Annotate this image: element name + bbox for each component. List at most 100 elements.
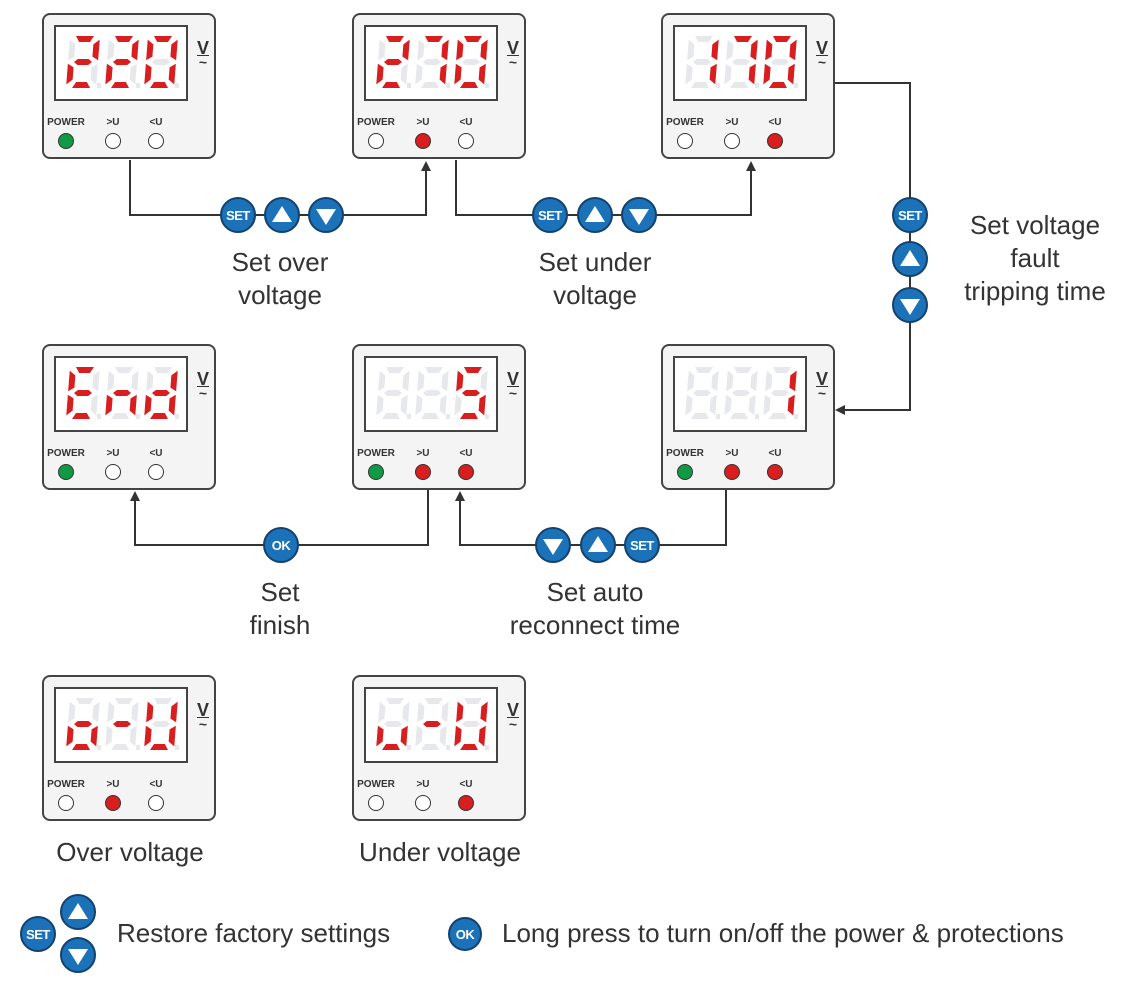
device-5: V~POWER>U<U <box>352 344 526 490</box>
segment-f <box>687 370 695 392</box>
segment-d <box>769 82 787 88</box>
down-button[interactable] <box>621 197 657 233</box>
over-voltage-led <box>724 133 740 149</box>
indicator-label: <U <box>149 779 163 790</box>
segment-a <box>76 698 94 704</box>
segment-f <box>107 370 115 392</box>
digit <box>105 36 140 88</box>
seven-segment-display <box>54 356 188 432</box>
under-voltage-led <box>767 133 783 149</box>
decimal-point <box>485 745 489 750</box>
decimal-point <box>175 414 179 419</box>
indicator-label: >U <box>725 448 739 459</box>
up-button[interactable] <box>60 894 96 930</box>
digit <box>724 36 759 88</box>
caption-set-finish: Set finish <box>249 577 311 640</box>
seven-segment-display <box>54 25 188 101</box>
decimal-point <box>407 745 411 750</box>
volt-ac-unit-icon: V~ <box>196 700 209 732</box>
power-led <box>58 464 74 480</box>
down-arrow-icon <box>543 538 563 555</box>
segment-b <box>480 701 488 723</box>
decimal-point <box>175 745 179 750</box>
segment-c <box>787 63 795 85</box>
ok-button[interactable]: OK <box>448 917 482 951</box>
ok-button[interactable]: OK <box>263 527 299 563</box>
segment-f <box>765 39 773 61</box>
seven-segment-display <box>364 687 498 763</box>
segment-f <box>68 701 76 723</box>
segment-e <box>144 725 152 747</box>
segment-d <box>382 413 400 419</box>
segment-c <box>90 63 98 85</box>
set-button[interactable]: SET <box>220 197 256 233</box>
segment-d <box>421 744 439 750</box>
legend-long-press: Long press to turn on/off the power & pr… <box>502 918 1064 948</box>
caption-set-under-voltage: Set under voltage <box>538 247 652 310</box>
decimal-point <box>446 414 450 419</box>
segment-d <box>691 413 709 419</box>
segment-d <box>421 413 439 419</box>
segment-e <box>105 725 113 747</box>
segment-c <box>439 63 447 85</box>
under-voltage-led <box>148 464 164 480</box>
segment-e <box>454 63 462 85</box>
segment-f <box>107 701 115 723</box>
segment-f <box>378 370 386 392</box>
up-arrow-icon <box>272 205 292 222</box>
segment-c <box>168 725 176 747</box>
segment-g <box>693 59 711 65</box>
segment-c <box>478 394 486 416</box>
set-button[interactable]: SET <box>624 527 660 563</box>
down-button[interactable] <box>892 287 928 323</box>
segment-f <box>726 370 734 392</box>
segment-g <box>423 390 441 396</box>
segment-g <box>384 390 402 396</box>
digit <box>66 698 101 750</box>
up-button[interactable] <box>580 527 616 563</box>
digit <box>66 367 101 419</box>
segment-d <box>730 413 748 419</box>
down-arrow-icon <box>900 298 920 315</box>
decimal-point <box>175 83 179 88</box>
segment-e <box>415 725 423 747</box>
segment-g <box>771 390 789 396</box>
segment-e <box>376 394 384 416</box>
segment-e <box>144 63 152 85</box>
decimal-point <box>485 83 489 88</box>
down-button[interactable] <box>535 527 571 563</box>
segment-b <box>789 39 797 61</box>
indicator-label: POWER <box>666 448 704 459</box>
power-led <box>368 133 384 149</box>
volt-ac-unit-icon: V~ <box>196 369 209 401</box>
set-button[interactable]: SET <box>20 916 56 952</box>
segment-a <box>386 367 404 373</box>
up-arrow-icon <box>585 205 605 222</box>
segment-c <box>748 394 756 416</box>
down-button[interactable] <box>308 197 344 233</box>
segment-f <box>146 39 154 61</box>
set-button[interactable]: SET <box>892 197 928 233</box>
up-button[interactable] <box>577 197 613 233</box>
segment-e <box>66 394 74 416</box>
caption-set-over-voltage: Set over voltage <box>231 247 329 310</box>
segment-a <box>734 36 752 42</box>
over-voltage-led <box>415 464 431 480</box>
segment-c <box>90 725 98 747</box>
segment-a <box>425 36 443 42</box>
volt-ac-unit-icon: V~ <box>506 369 519 401</box>
segment-a <box>386 698 404 704</box>
segment-c <box>478 63 486 85</box>
set-button[interactable]: SET <box>532 197 568 233</box>
up-arrow-icon <box>900 249 920 266</box>
decimal-point <box>716 83 720 88</box>
set-label: SET <box>226 207 250 223</box>
down-button[interactable] <box>60 937 96 973</box>
up-button[interactable] <box>892 241 928 277</box>
segment-g <box>74 59 92 65</box>
segment-c <box>129 394 137 416</box>
segment-e <box>66 63 74 85</box>
segment-b <box>711 370 719 392</box>
segment-b <box>92 39 100 61</box>
up-button[interactable] <box>264 197 300 233</box>
